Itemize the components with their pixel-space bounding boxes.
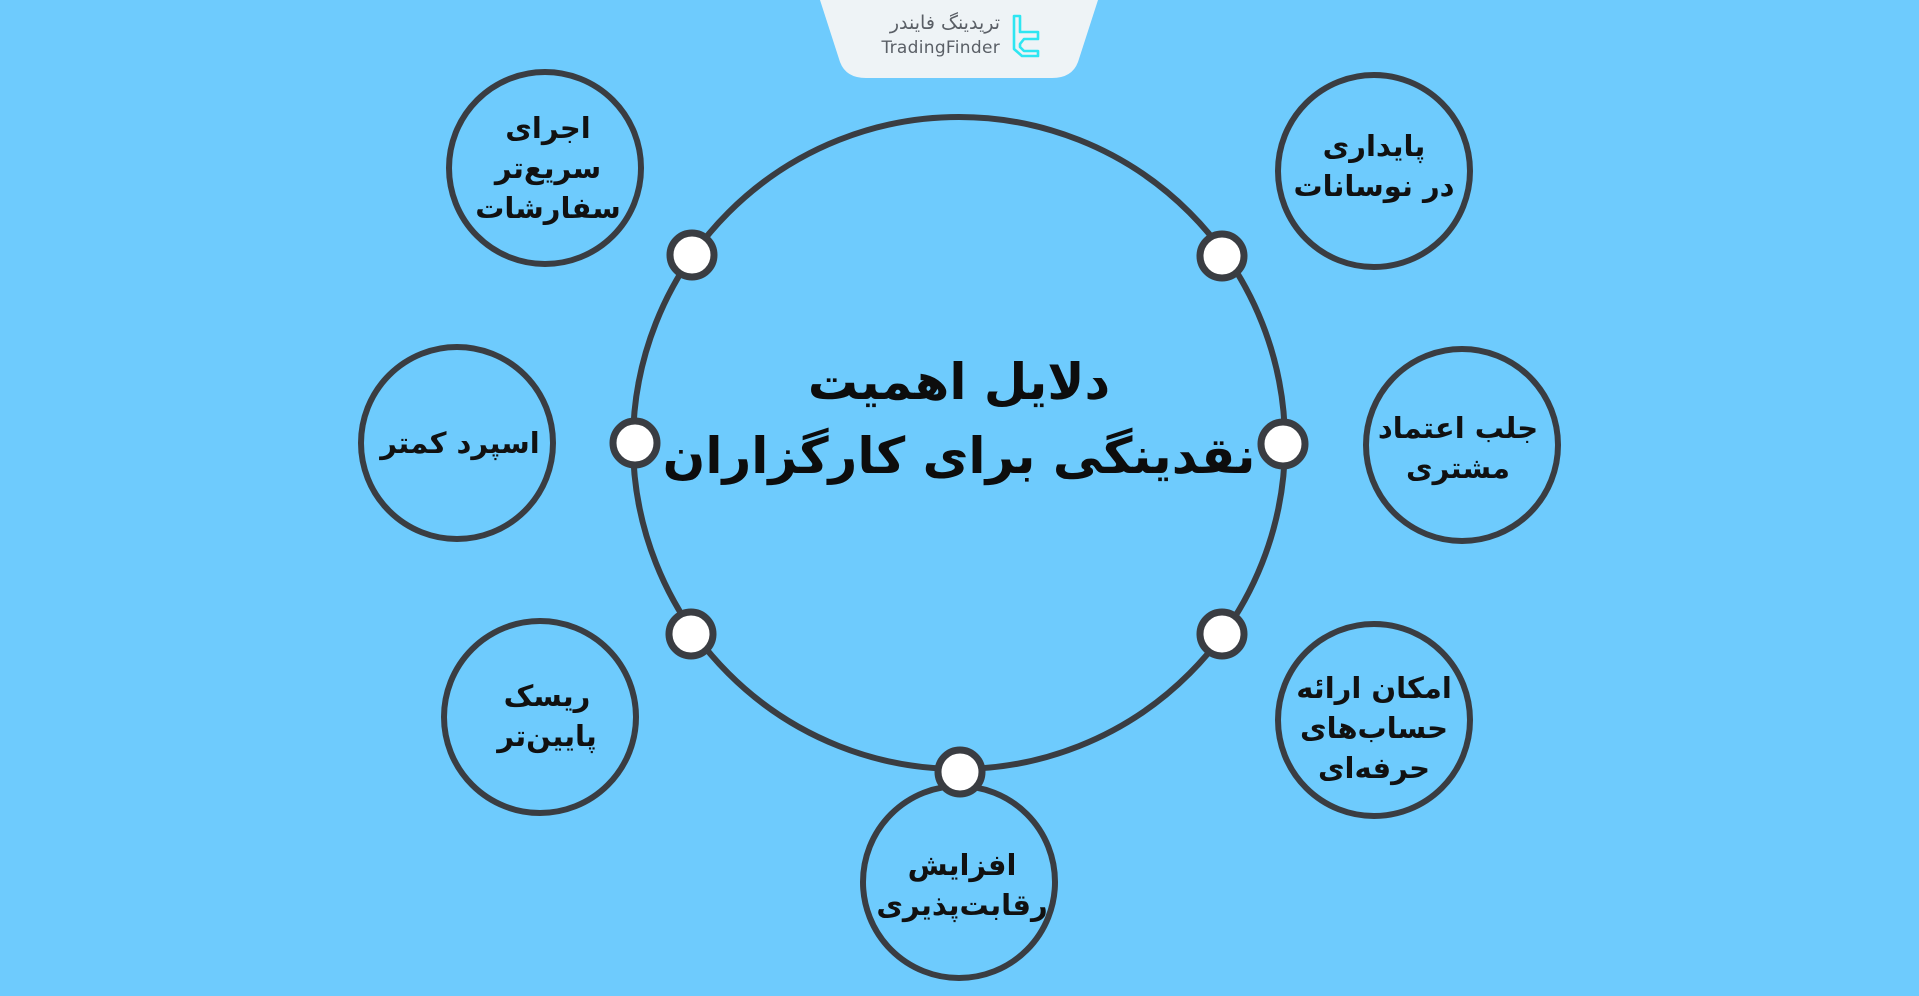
node-line: مشتری [1406,451,1510,485]
node-circle-middle-left [358,344,556,542]
node-line: افزایش [907,848,1017,882]
node-line: پایداری [1322,129,1426,163]
connector-dot [1196,608,1248,660]
connector-dot [1257,418,1309,470]
diagram-title: دلایل اهمیت نقدینگی برای کارگزاران [659,345,1259,493]
node-label-faster-execution: اجرای سریع‌تر سفارشات [458,108,638,228]
node-line: در نوسانات [1293,169,1455,203]
node-line: سفارشات [475,191,621,225]
node-circle-middle-right [1363,346,1561,544]
node-line: حرفه‌ای [1317,751,1431,785]
node-label-lower-risk: ریسک پایین‌تر [457,676,637,756]
logo-tab-background [820,0,1098,78]
node-circle-bottom-right [1275,621,1473,819]
node-line: پایین‌تر [497,719,597,753]
node-line: امکان ارائه [1296,671,1452,705]
node-circle-bottom-left [441,618,639,816]
node-circle-top-left [446,69,644,267]
node-label-stability-in-volatility: پایداری در نوسانات [1284,126,1464,206]
node-label-customer-trust: جلب اعتماد مشتری [1368,408,1548,488]
connector-dot [665,608,717,660]
node-line: ریسک [503,679,591,713]
connector-dot [934,746,986,798]
brand-name-en: TradingFinder [881,38,1000,58]
node-line: اسپرد کمتر [380,426,540,460]
node-label-increased-competitiveness: افزایش رقابت‌پذیری [872,845,1052,925]
node-circle-top-right [1275,72,1473,270]
brand-logo-text: تریدینگ فایندر TradingFinder [880,10,1000,60]
node-label-professional-accounts: امکان ارائه حساب‌های حرفه‌ای [1284,668,1464,788]
node-line: رقابت‌پذیری [876,888,1048,922]
brand-name-fa: تریدینگ فایندر [889,12,1000,34]
node-line: حساب‌های [1299,711,1449,745]
node-line: سریع‌تر [494,151,602,185]
title-line-1: دلایل اهمیت [807,353,1111,411]
connector-dot [666,229,718,281]
node-line: اجرای [505,111,591,145]
tradingfinder-logo-icon [1012,14,1040,58]
node-line: جلب اعتماد [1377,411,1539,445]
connector-dot [1196,230,1248,282]
node-label-lower-spread: اسپرد کمتر [370,423,550,463]
connector-dot [609,417,661,469]
title-line-2: نقدینگی برای کارگزاران [662,427,1256,485]
